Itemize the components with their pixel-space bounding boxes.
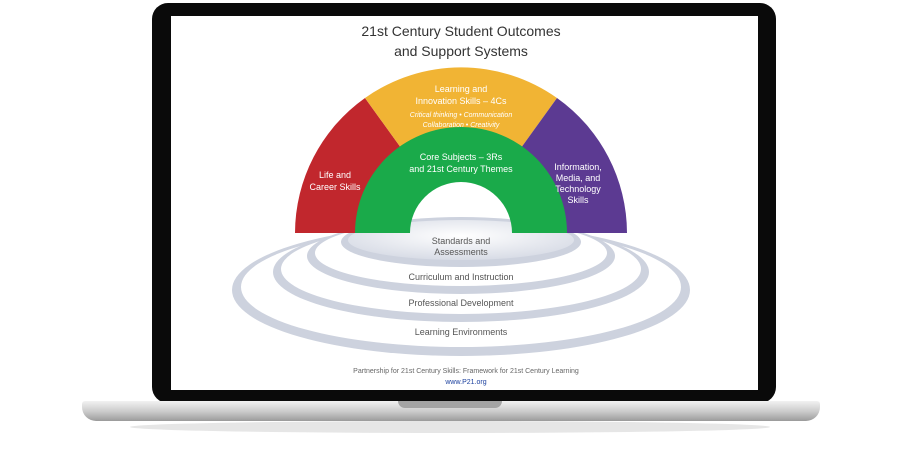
arch-learning-innovation-segment (365, 67, 557, 159)
learning-innovation-sub1: Critical thinking • Communication (410, 112, 513, 119)
curriculum-label: Curriculum and Instruction (408, 272, 513, 282)
information-media-label-line3: Technology (555, 184, 601, 194)
life-career-label-line2: Career Skills (309, 182, 361, 192)
learning-innovation-sub2: Collaboration • Creativity (423, 122, 500, 129)
laptop-base-notch (398, 401, 502, 408)
core-subjects-label-line1: Core Subjects – 3Rs (420, 152, 503, 162)
learning-innovation-label-line1: Learning and (435, 84, 488, 94)
learning-innovation-label-line2: Innovation Skills – 4Cs (415, 96, 507, 106)
laptop-base (82, 401, 820, 421)
information-media-label-line4: Skills (567, 195, 589, 205)
diagram-title-line2: and Support Systems (394, 43, 528, 59)
information-media-label-line2: Media, and (556, 173, 601, 183)
life-career-label-line1: Life and (319, 170, 351, 180)
laptop-shadow (130, 421, 770, 433)
standards-label-line1: Standards and (432, 236, 491, 246)
information-media-label-line1: Information, (554, 162, 602, 172)
partnership-credit: Partnership for 21st Century Skills: Fra… (353, 368, 579, 375)
arch-core-subjects-segment (355, 127, 567, 233)
learning-environments-label: Learning Environments (415, 327, 508, 337)
p21-url: www.P21.org (444, 379, 486, 386)
core-subjects-label-line2: and 21st Century Themes (409, 164, 513, 174)
arch-information-media-segment (513, 98, 627, 233)
professional-development-label: Professional Development (408, 298, 514, 308)
diagram-title-line1: 21st Century Student Outcomes (361, 23, 560, 39)
standards-label-line2: Assessments (434, 247, 488, 257)
arch-life-career-segment (295, 98, 409, 233)
